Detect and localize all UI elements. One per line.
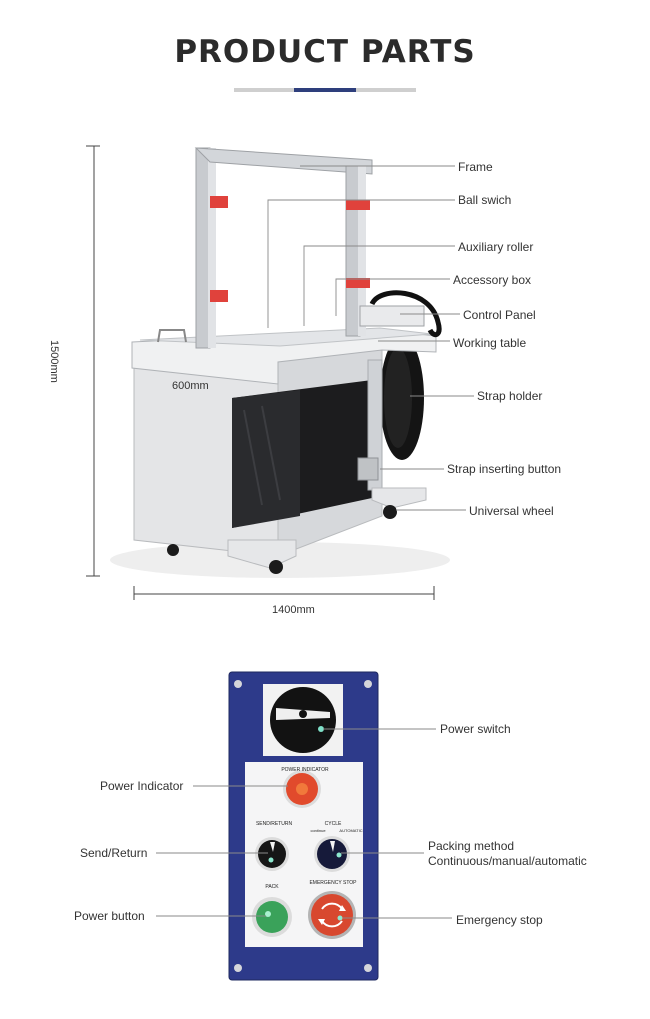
- frame-top-beam: [194, 147, 373, 175]
- label-frame: Frame: [458, 160, 493, 174]
- label-power-indicator: Power Indicator: [100, 779, 184, 793]
- title-divider-accent: [294, 88, 356, 92]
- label-accessory-box: Accessory box: [453, 273, 532, 287]
- label-auxiliary-roller: Auxiliary roller: [458, 240, 534, 254]
- cycle-knob: [317, 839, 347, 869]
- label-power-button: Power button: [74, 909, 145, 923]
- label-send-return: Send/Return: [80, 846, 148, 860]
- depth-dimension-label: 600mm: [172, 380, 209, 392]
- wheel: [269, 560, 283, 574]
- label-power-switch: Power switch: [440, 722, 511, 736]
- strap-insert-box: [357, 457, 379, 481]
- panel-printed-pack: PACK: [265, 884, 279, 890]
- label-emergency-stop: Emergency stop: [456, 913, 543, 927]
- panel-printed-continuous: continue: [310, 828, 326, 833]
- page-title: PRODUCT PARTS: [174, 34, 476, 70]
- frame-left-post: [195, 147, 211, 349]
- label-strap-holder: Strap holder: [477, 389, 543, 403]
- control-panel-box: [359, 305, 425, 327]
- label-packing-method-modes: Continuous/manual/automatic: [428, 854, 587, 868]
- red-clamp: [210, 196, 228, 208]
- pack-button: [256, 901, 288, 933]
- panel-printed-automatic: AUTOMATIC: [339, 828, 362, 833]
- label-packing-method: Packing method: [428, 839, 515, 853]
- emergency-stop-button: [311, 894, 353, 936]
- height-dimension-label: 1500mm: [48, 340, 60, 383]
- send-return-knob: [258, 840, 286, 868]
- power-switch-knob: [270, 687, 336, 753]
- panel-printed-cycle: CYCLE: [325, 821, 342, 827]
- width-dimension-label: 1400mm: [272, 604, 315, 616]
- cable: [369, 290, 442, 338]
- label-ball-switch: Ball swich: [458, 193, 512, 207]
- frame-right-post: [345, 165, 361, 337]
- label-universal-wheel: Universal wheel: [469, 504, 554, 518]
- panel-printed-power-indicator: POWER INDICATOR: [281, 767, 329, 773]
- panel-printed-send-return: SEND/RETURN: [256, 821, 293, 827]
- label-working-table: Working table: [453, 336, 527, 350]
- label-control-panel: Control Panel: [463, 308, 536, 322]
- label-strap-inserting-button: Strap inserting button: [447, 462, 562, 476]
- panel-printed-emergency-stop: EMERGENCY STOP: [309, 880, 357, 886]
